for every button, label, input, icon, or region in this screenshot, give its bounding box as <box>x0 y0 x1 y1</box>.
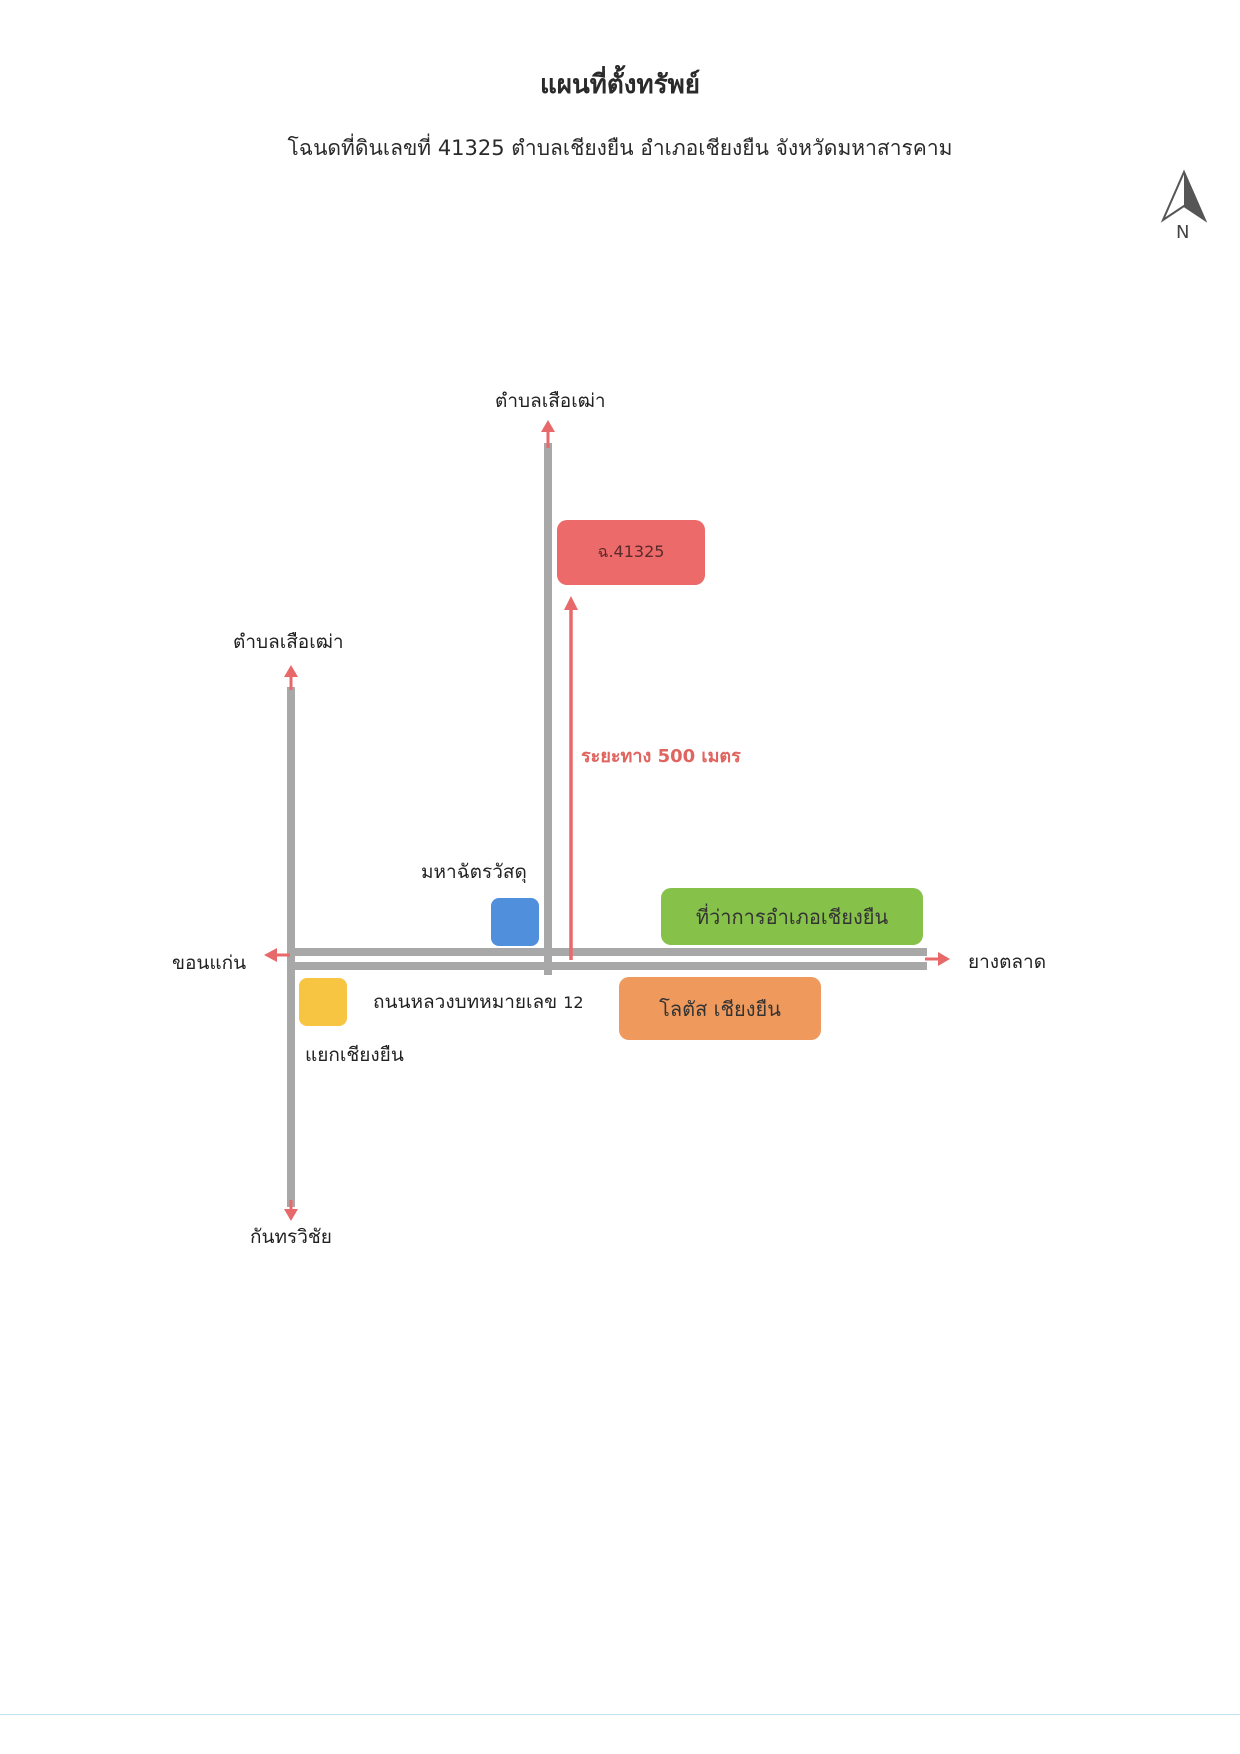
parcel-label: ฉ.41325 <box>597 542 665 561</box>
page-bottom-rule <box>0 1714 1240 1715</box>
highway-name: ถนนหลวงบทหมายเลข <box>373 991 558 1013</box>
district-office-label: ที่ว่าการอำเภอเชียงยืน <box>695 904 889 929</box>
road-horizontal-top <box>287 948 927 956</box>
compass-letter: N <box>1176 222 1190 243</box>
road-vertical-center <box>544 443 552 975</box>
parcel-marker: ฉ.41325 <box>557 520 705 585</box>
direction-east: ยางตลาด <box>968 951 1047 973</box>
district-office-marker: ที่ว่าการอำเภอเชียงยืน <box>661 888 923 945</box>
arrow-west-icon <box>264 948 290 962</box>
lotus-label: โลตัส เชียงยืน <box>659 996 781 1021</box>
page-title: แผนที่ตั้งทรัพย์ <box>540 70 700 100</box>
distance-arrow-icon <box>564 596 578 960</box>
distance-label: ระยะทาง 500 เมตร <box>581 746 741 767</box>
north-arrow-icon <box>1160 169 1208 223</box>
junction-marker <box>299 978 347 1026</box>
highway-label: ถนนหลวงบทหมายเลข 12 <box>373 987 584 1017</box>
arrow-north-center-icon <box>541 420 555 448</box>
road-horizontal-bottom <box>287 962 927 970</box>
arrow-east-icon <box>925 952 950 966</box>
direction-north-left: ตำบลเสือเฒ่า <box>233 631 344 653</box>
page-subtitle: โฉนดที่ดินเลขที่ 41325 ตำบลเชียงยืน อำเภ… <box>287 136 953 160</box>
highway-number: 12 <box>563 993 584 1012</box>
direction-north-center: ตำบลเสือเฒ่า <box>495 390 606 412</box>
hardware-store-marker <box>491 898 539 946</box>
direction-south: กันทรวิชัย <box>250 1226 332 1248</box>
direction-west: ขอนแก่น <box>172 952 247 974</box>
arrow-north-left-icon <box>284 665 298 690</box>
lotus-marker: โลตัส เชียงยืน <box>619 977 821 1040</box>
junction-label: แยกเชียงยืน <box>305 1044 404 1066</box>
road-vertical-left <box>287 687 295 1207</box>
hardware-store-label: มหาฉัตรวัสดุ <box>421 861 527 883</box>
arrow-south-icon <box>284 1200 298 1221</box>
